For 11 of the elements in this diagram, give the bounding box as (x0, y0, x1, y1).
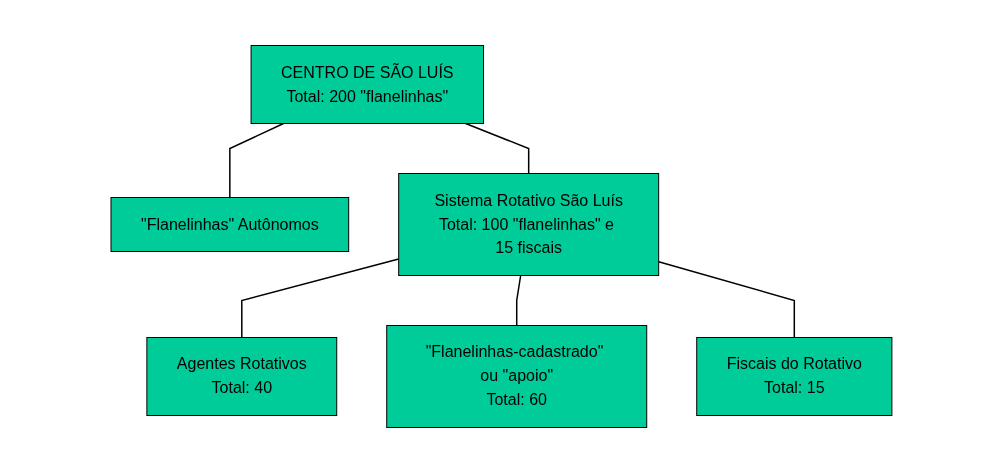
connector (658, 260, 796, 339)
connector (229, 122, 285, 199)
node-box: Agentes Rotativos Total: 40 (146, 337, 338, 416)
node-box: CENTRO DE SÃO LUÍS Total: 200 "flanelinhas" (250, 45, 485, 124)
node-box: "Flanelinhas" Autônomos (110, 197, 350, 252)
connector (241, 258, 400, 339)
node-box: Fiscais do Rotativo Total: 15 (696, 337, 893, 416)
node-box: Sistema Rotativo São Luís Total: 100 "flanelinhas" e 15 fiscais (398, 173, 660, 276)
connector (464, 122, 530, 175)
node-box: "Flanelinhas-cadastrado" ou "apoio" Total: 60 (386, 325, 648, 428)
connector (516, 274, 522, 327)
